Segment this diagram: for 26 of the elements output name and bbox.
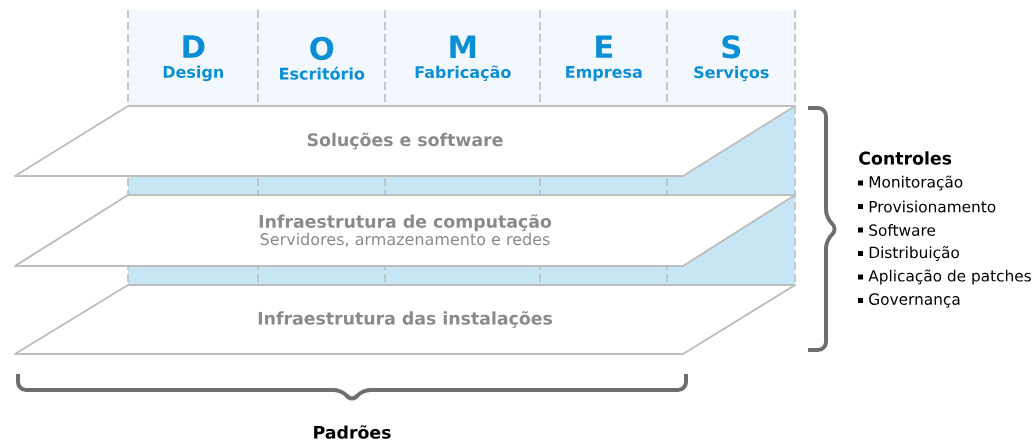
- node-label: O: [310, 36, 334, 60]
- brace-label: Padrões: [314, 425, 391, 439]
- column-header: E Empresa: [540, 10, 668, 107]
- bullet-item: Distribuição: [858, 246, 959, 261]
- layer-plane: Soluções e software: [14, 105, 796, 177]
- node-label: Serviços: [694, 65, 769, 82]
- bullet-item: Aplicação de patches: [858, 269, 1031, 285]
- column-header: O Escritório: [258, 10, 386, 107]
- column-header: D Design: [128, 10, 259, 107]
- node-label: Empresa: [566, 66, 642, 82]
- node-label: Fabricação: [415, 65, 511, 82]
- bullet-item: Provisionamento: [858, 200, 996, 213]
- heading: Controles: [859, 151, 952, 165]
- node-label: Design: [163, 65, 224, 82]
- node-label: S: [722, 35, 741, 59]
- node-label: M: [450, 35, 476, 58]
- bullet-item: Monitoração: [858, 175, 963, 191]
- bullet-item: Software: [858, 224, 936, 236]
- node-label: Escritório: [280, 66, 365, 80]
- layer-plane: Infraestrutura das instalações: [14, 284, 796, 355]
- column-header: M Fabricação: [385, 10, 541, 107]
- node-label: D: [183, 35, 205, 58]
- bullet-item: Governança: [858, 293, 960, 308]
- column-header: S Serviços: [667, 10, 796, 107]
- node-label: E: [596, 35, 613, 58]
- layer-plane: Infraestrutura de computação Servidores, armazenamento e redes: [14, 194, 796, 267]
